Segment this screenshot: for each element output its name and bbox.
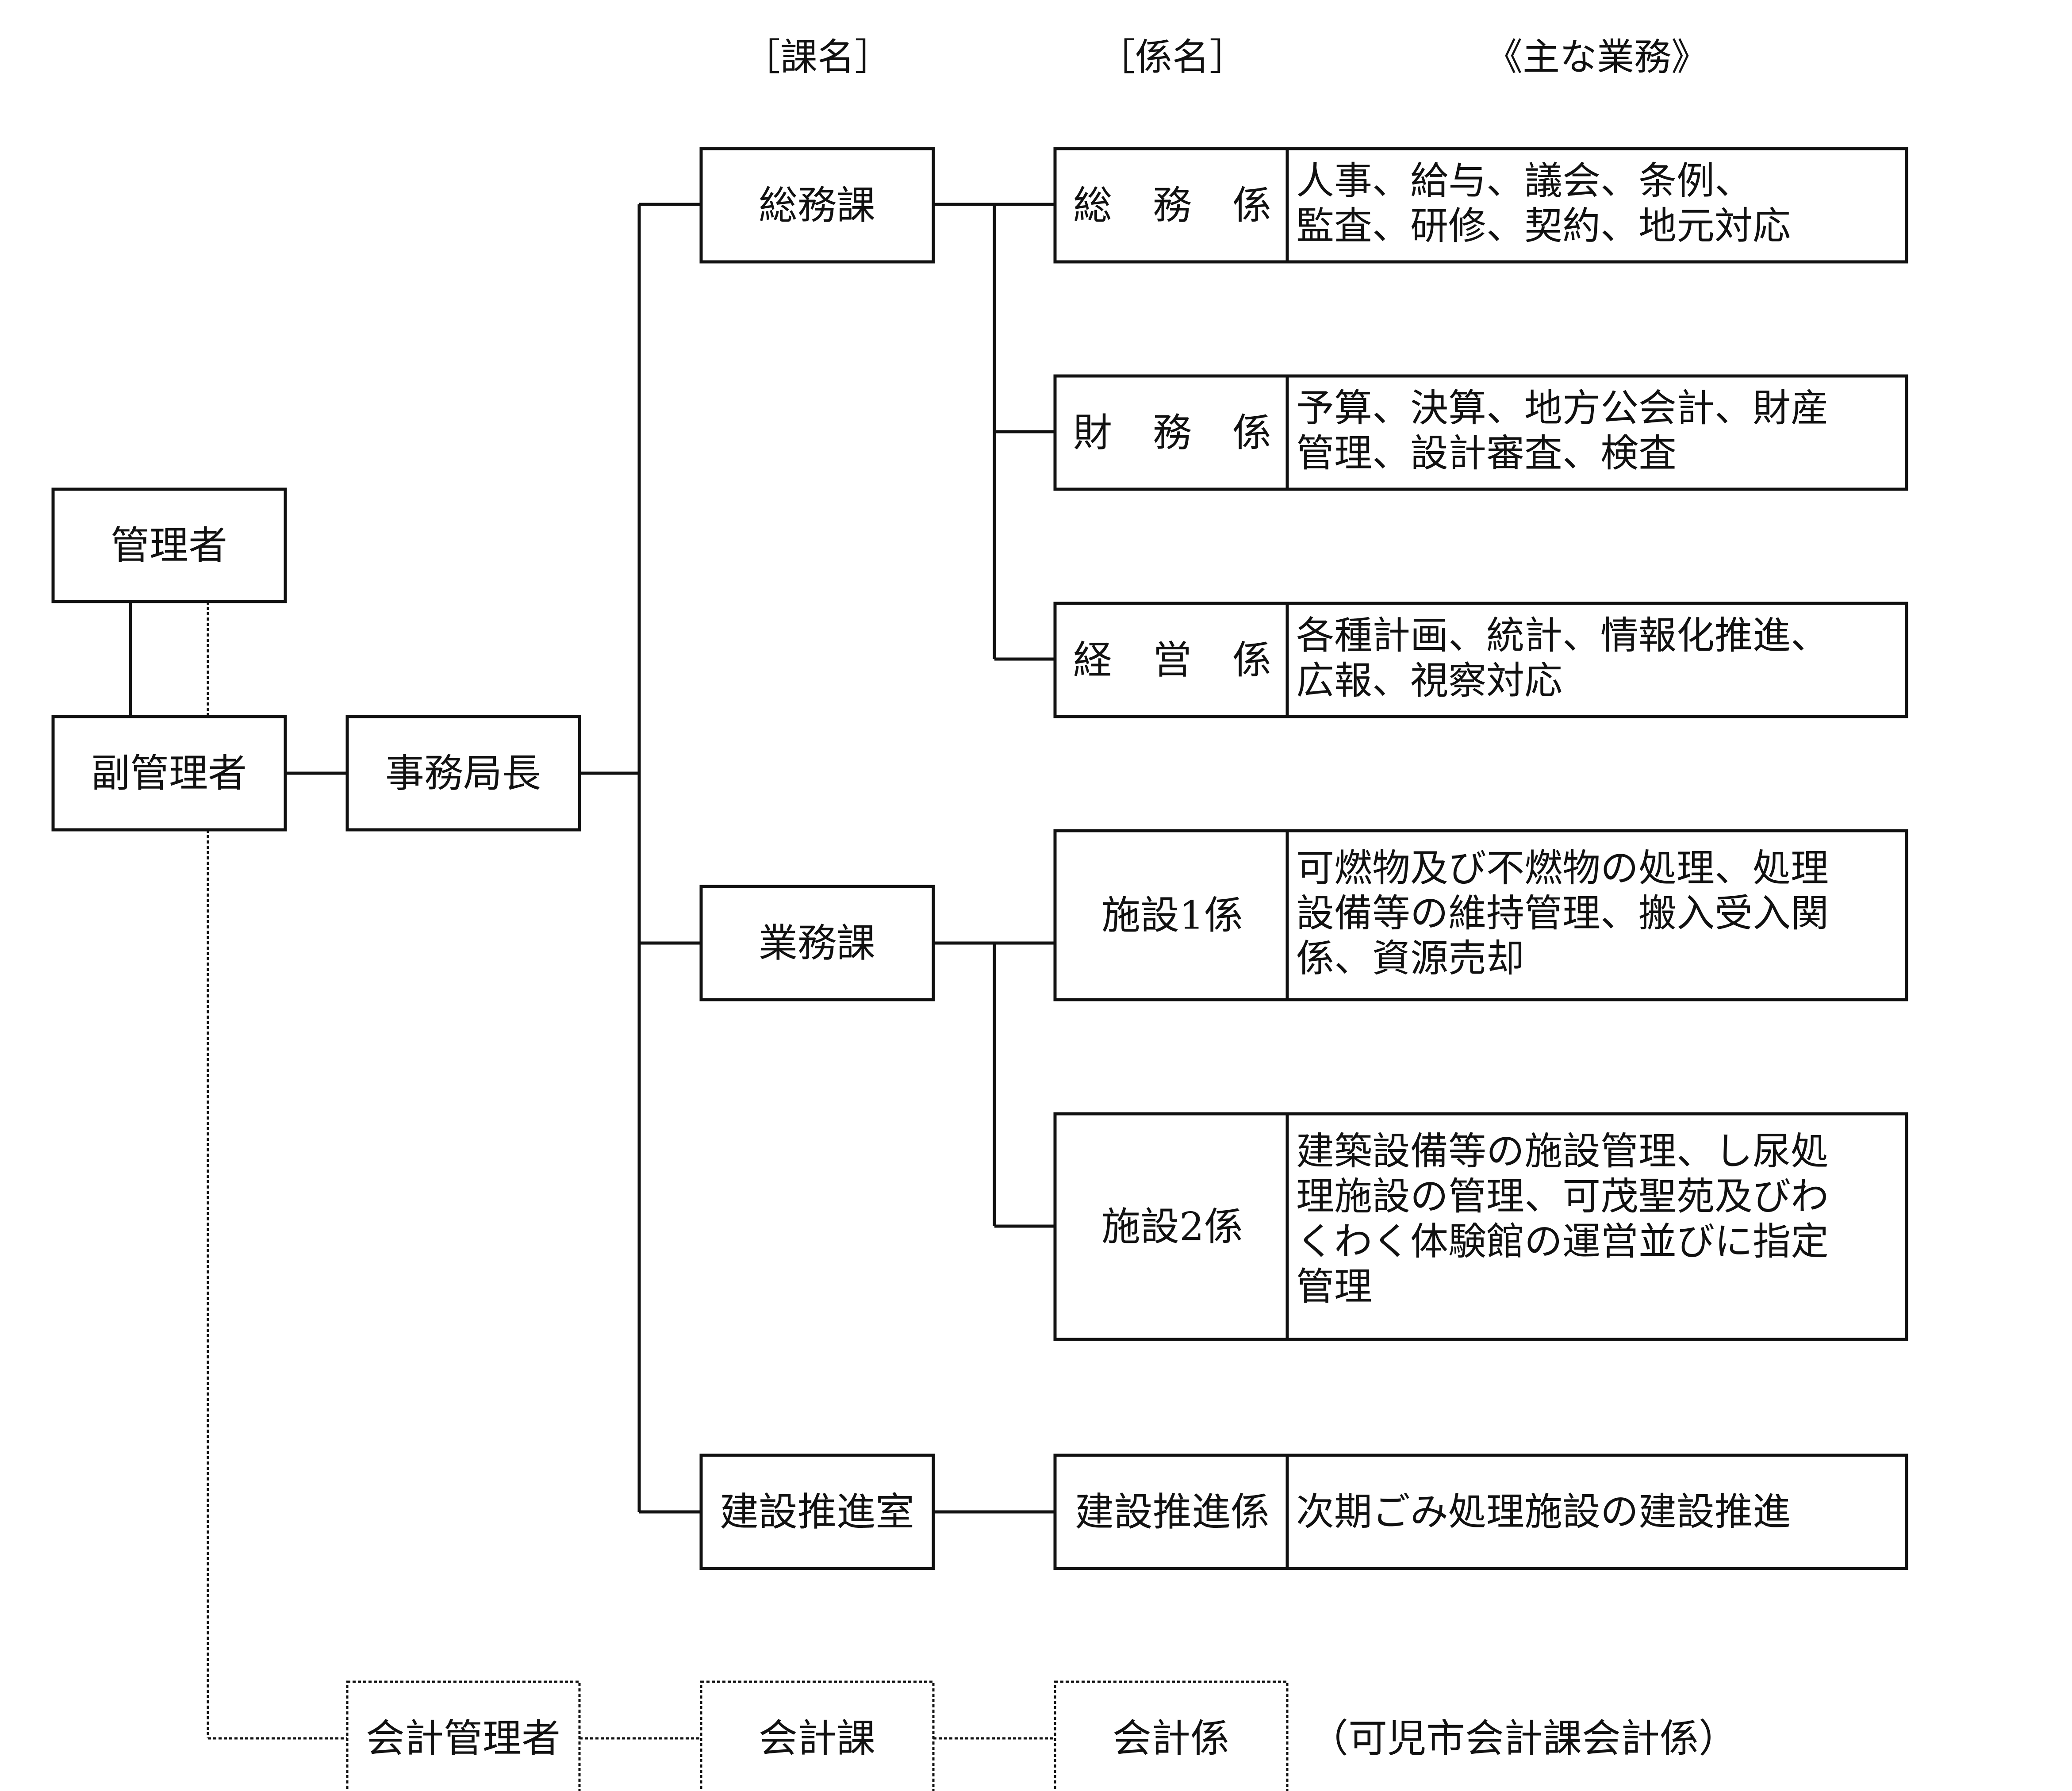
- subsection-label-char: 総: [1073, 183, 1112, 228]
- subsection-label-char: 務: [1153, 183, 1192, 228]
- manager-label: 管理者: [111, 523, 227, 568]
- accounting-section-box: 会計課: [700, 1680, 935, 1791]
- duty-line: 人事、給与、議会、条例、: [1296, 159, 1753, 203]
- subsection-row-finance: 財 務 係 予算、決算、地方公会計、財産 管理、設計審査、検査: [1053, 374, 1908, 491]
- duty-line: 可燃物及び不燃物の処理、処理: [1296, 846, 1829, 890]
- subsection-label: 施設2係: [1101, 1204, 1243, 1250]
- duty-line: 予算、決算、地方公会計、財産: [1296, 386, 1829, 430]
- header-duties: 《主な業務》: [1485, 35, 1708, 79]
- subsection-row-construction: 建設推進係 次期ごみ処理施設の建設推進: [1053, 1454, 1908, 1570]
- accounting-section-label: 会計課: [759, 1716, 875, 1761]
- subsection-label-char: 財: [1073, 410, 1112, 456]
- duty-line: 次期ごみ処理施設の建設推進: [1296, 1490, 1791, 1534]
- subsection-label-char: 務: [1153, 410, 1192, 456]
- accounting-note: （可児市会計課会計係）: [1309, 1716, 1738, 1761]
- subsection-label-char: 係: [1232, 183, 1271, 228]
- duty-line: 各種計画、統計、情報化推進、: [1296, 614, 1829, 658]
- deputy-manager-box: 副管理者: [51, 715, 287, 832]
- subsection-label-char: 経: [1073, 637, 1112, 683]
- accounting-manager-box: 会計管理者: [346, 1680, 581, 1791]
- manager-box: 管理者: [51, 487, 287, 603]
- duty-line: くわく体験館の運営並びに指定: [1296, 1220, 1829, 1264]
- duty-line: 設備等の維持管理、搬入受入関: [1296, 891, 1829, 936]
- duty-line: 監査、研修、契約、地元対応: [1296, 204, 1791, 248]
- subsection-label-char: 係: [1232, 410, 1271, 456]
- deputy-manager-label: 副管理者: [91, 751, 247, 796]
- accounting-manager-label: 会計管理者: [366, 1716, 560, 1761]
- subsection-label: 建設推進係: [1075, 1489, 1270, 1535]
- subsection-row-facility-1: 施設1係 可燃物及び不燃物の処理、処理 設備等の維持管理、搬入受入関 係、資源売…: [1053, 829, 1908, 1001]
- accounting-subsection-box: 会計係: [1054, 1680, 1289, 1791]
- connector-lines: [129, 203, 1055, 1514]
- duty-line: 管理、設計審査、検査: [1296, 431, 1677, 476]
- subsection-row-management: 経 営 係 各種計画、統計、情報化推進、 広報、視察対応: [1053, 602, 1908, 718]
- header-section: ［課名］: [743, 35, 892, 79]
- duty-line: 理施設の管理、可茂聖苑及びわ: [1296, 1174, 1829, 1219]
- section-box-general-affairs: 総務課: [699, 147, 935, 264]
- subsection-label-char: 営: [1153, 637, 1192, 683]
- subsection-row-general: 総 務 係 人事、給与、議会、条例、 監査、研修、契約、地元対応: [1053, 147, 1908, 264]
- section-box-operations: 業務課: [699, 885, 935, 1001]
- dotted-connector-lines: [207, 602, 1055, 1740]
- duty-line: 管理: [1296, 1265, 1372, 1309]
- duty-line: 建築設備等の施設管理、し尿処: [1296, 1129, 1829, 1174]
- section-label: 総務課: [759, 183, 875, 228]
- header-subsection: ［係名］: [1098, 35, 1247, 79]
- duty-line: 係、資源売却: [1296, 936, 1524, 981]
- subsection-label-char: 係: [1232, 637, 1271, 683]
- subsection-row-facility-2: 施設2係 建築設備等の施設管理、し尿処 理施設の管理、可茂聖苑及びわ くわく体験…: [1053, 1112, 1908, 1341]
- duty-line: 広報、視察対応: [1296, 659, 1562, 703]
- section-label: 業務課: [759, 920, 875, 966]
- section-label: 建設推進室: [720, 1489, 914, 1535]
- secretary-general-box: 事務局長: [345, 715, 581, 832]
- secretary-general-label: 事務局長: [385, 751, 541, 796]
- subsection-label: 施設1係: [1101, 893, 1243, 938]
- section-box-construction-office: 建設推進室: [699, 1454, 935, 1570]
- accounting-subsection-label: 会計係: [1113, 1716, 1229, 1761]
